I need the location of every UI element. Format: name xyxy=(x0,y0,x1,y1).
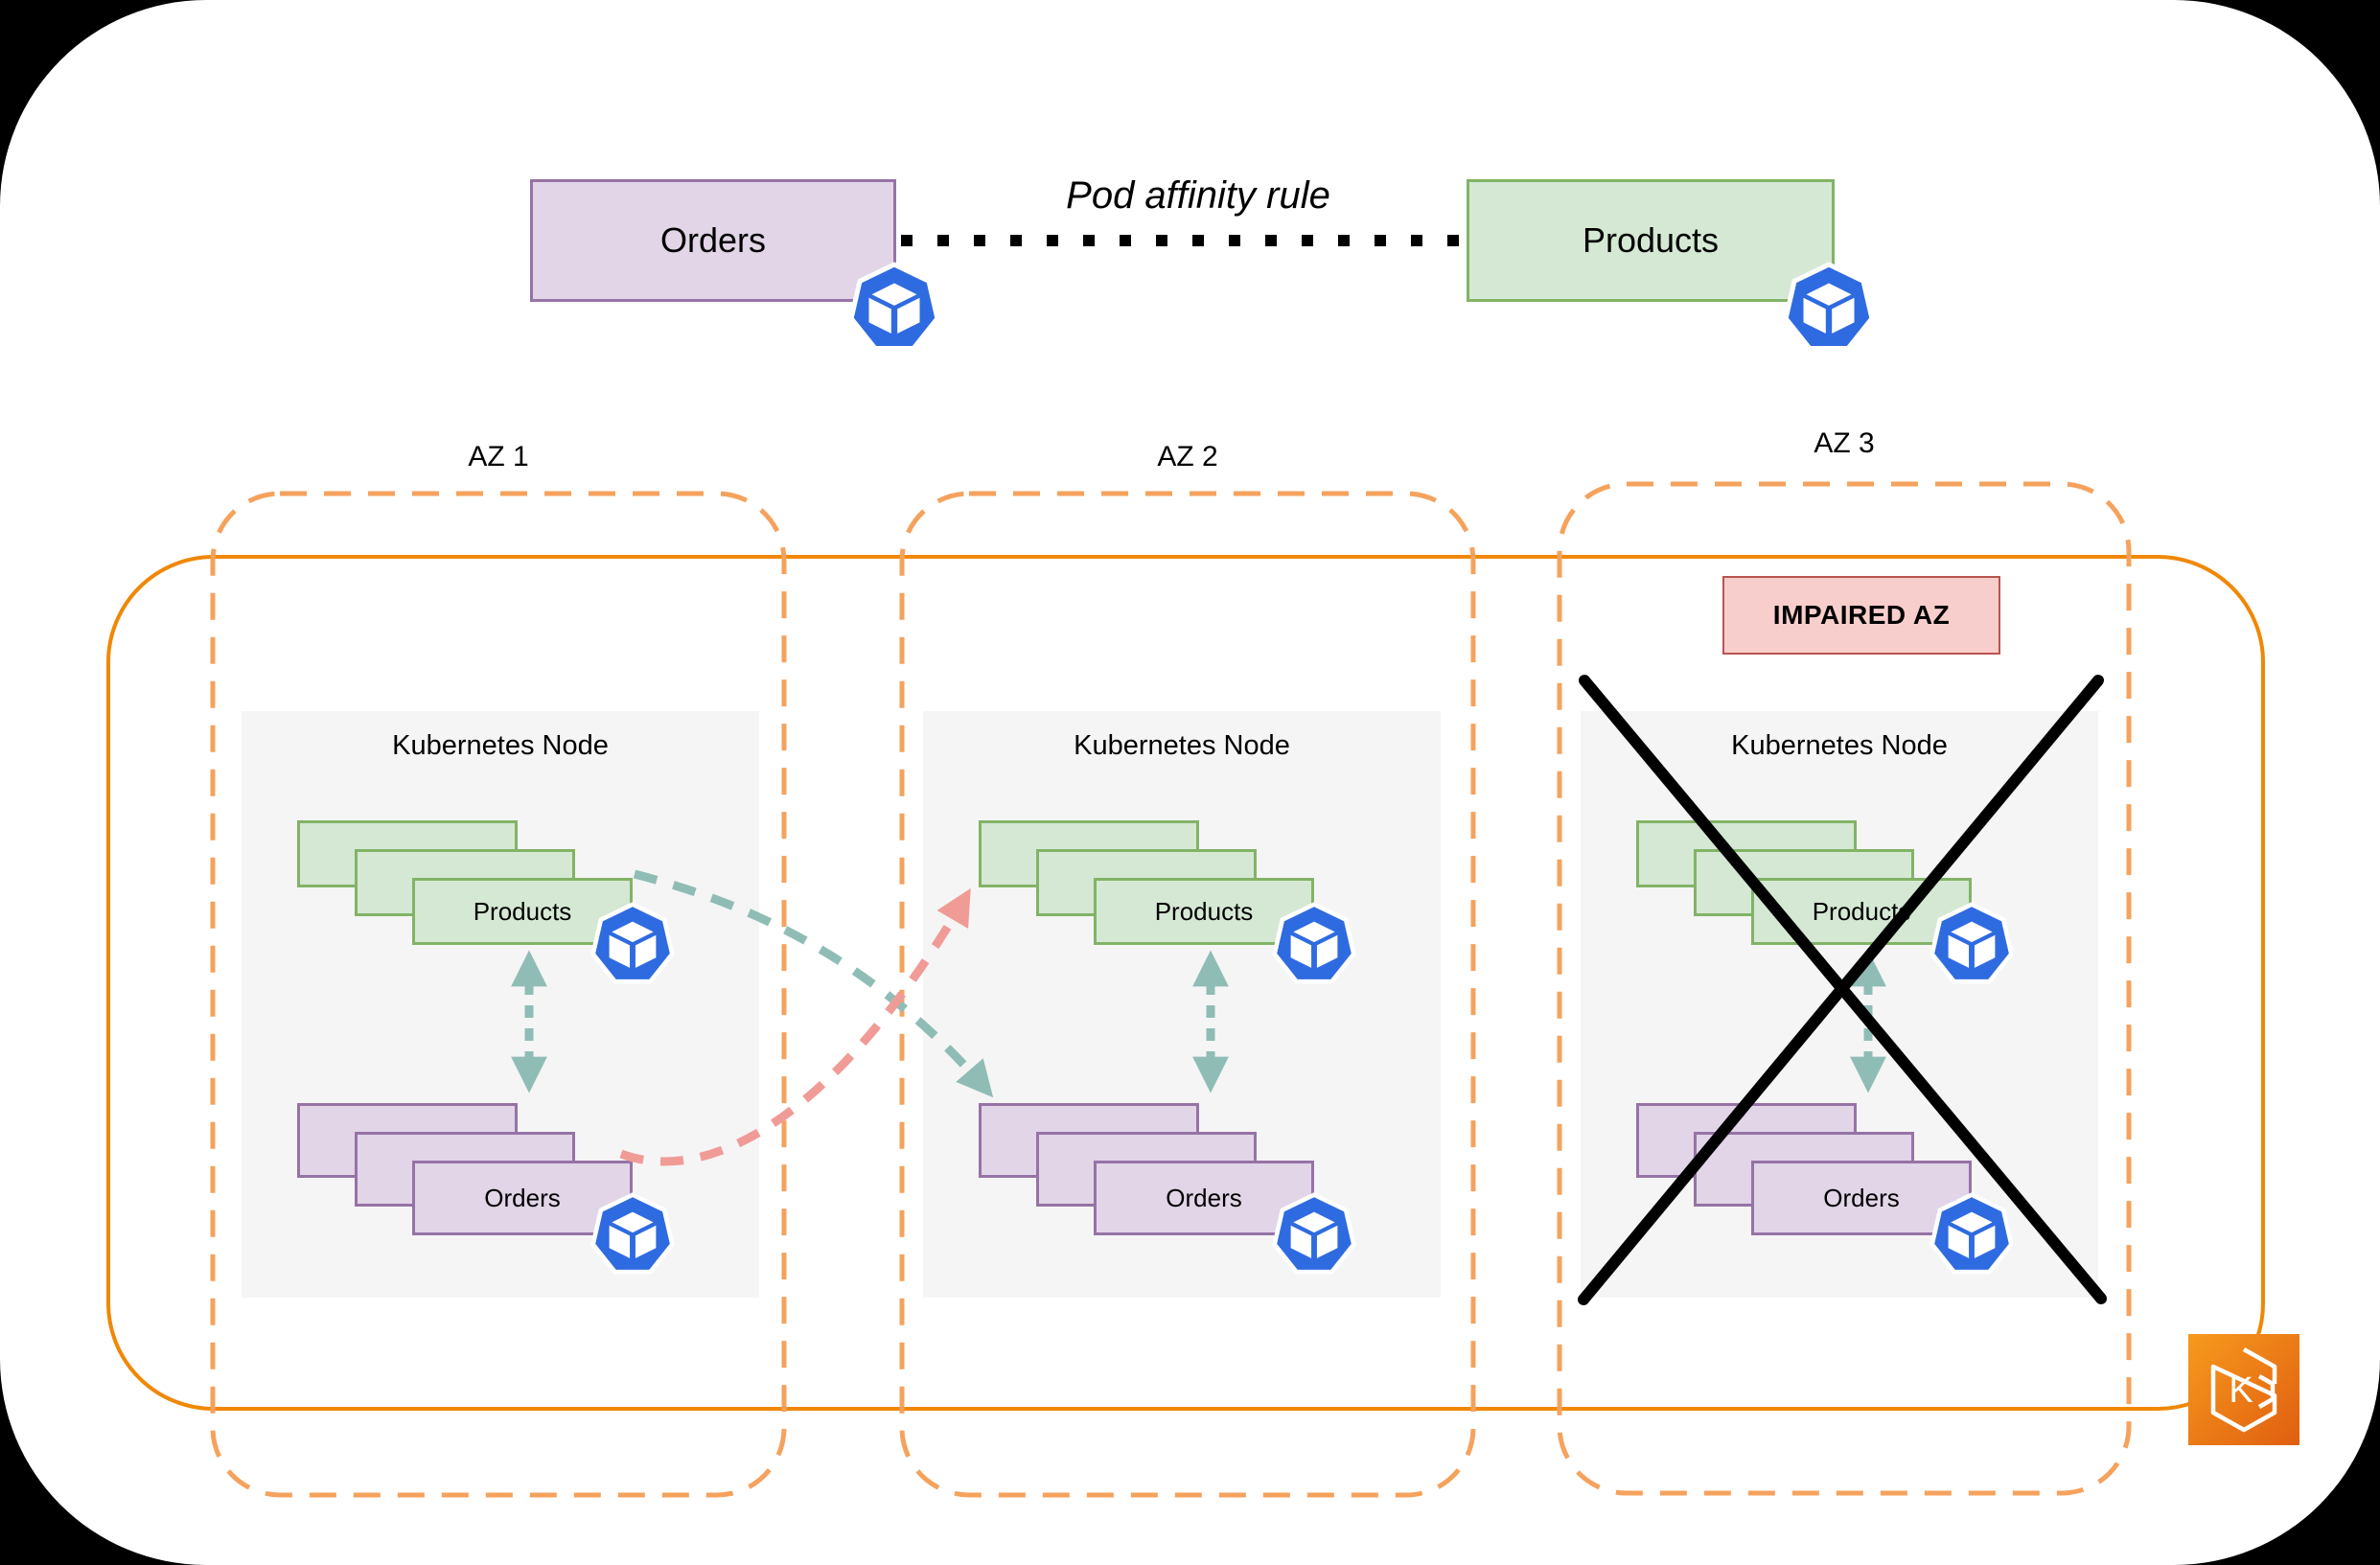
kubernetes-pod-icon xyxy=(1928,901,2016,989)
impaired-az-badge: IMPAIRED AZ xyxy=(1722,576,2000,655)
legend-orders-box: Orders xyxy=(530,179,896,302)
products-pod-label: Products xyxy=(1154,896,1254,926)
kubernetes-pod-icon xyxy=(1270,901,1358,989)
az3-label: AZ 3 xyxy=(1814,427,1875,459)
kubernetes-pod-icon xyxy=(1928,1191,2016,1279)
orders-pod-label: Orders xyxy=(1166,1183,1242,1212)
amazon-eks-icon: K xyxy=(2188,1334,2299,1445)
kubernetes-pod-icon xyxy=(1781,261,1877,357)
az1-label: AZ 1 xyxy=(468,441,529,472)
legend-products-label: Products xyxy=(1582,220,1720,260)
legend-orders-label: Orders xyxy=(659,220,767,260)
node-title: Kubernetes Node xyxy=(1731,730,1948,761)
az2-kubernetes-node: Kubernetes Node Products Orders xyxy=(923,711,1441,1298)
kubernetes-pod-icon xyxy=(1270,1191,1358,1279)
eks-k-letter: K xyxy=(2229,1370,2253,1411)
node-title: Kubernetes Node xyxy=(1074,730,1290,761)
products-pod-label: Products xyxy=(1812,896,1911,926)
orders-pod-label: Orders xyxy=(1823,1183,1900,1212)
az2-label: AZ 2 xyxy=(1157,441,1218,472)
eks-inner-hexagon-glyph xyxy=(2257,1374,2276,1409)
orders-pod-label: Orders xyxy=(484,1183,561,1212)
pod-affinity-rule-label: Pod affinity rule xyxy=(1066,174,1330,217)
products-pod-label: Products xyxy=(473,896,572,926)
az3-kubernetes-node: Kubernetes Node Products Orders xyxy=(1581,711,2098,1298)
kubernetes-pod-icon xyxy=(589,901,677,989)
kubernetes-pod-icon xyxy=(589,1191,677,1279)
az1-kubernetes-node: Kubernetes Node Products Orders xyxy=(242,711,759,1298)
kubernetes-pod-icon xyxy=(846,261,942,357)
node-title: Kubernetes Node xyxy=(392,730,609,761)
legend-products-box: Products xyxy=(1467,179,1835,302)
